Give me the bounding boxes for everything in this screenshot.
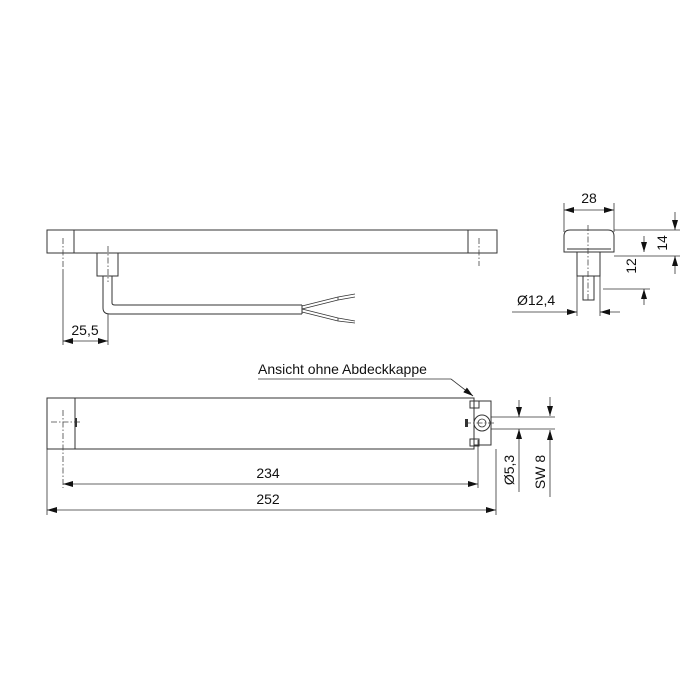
dim-length-inner-label: 234 [256, 465, 280, 481]
light-bar-body [46, 229, 498, 254]
dim-width-label: 28 [581, 190, 597, 206]
dim-height-body-label: 12 [623, 258, 639, 274]
cable-gland [96, 252, 119, 277]
end-view: 28 14 12 Ø12,4 [512, 190, 680, 316]
dim-diameter-label: Ø12,4 [517, 292, 555, 308]
bottom-view: Ansicht ohne Abdeckkappe 234 252 Ø5,3 [46, 361, 555, 515]
bar-underside [46, 397, 475, 450]
side-view: 25,5 [46, 229, 498, 345]
cable [102, 276, 302, 315]
dim-screw-diameter-label: Ø5,3 [501, 455, 517, 486]
dim-length-total-label: 252 [256, 491, 280, 507]
annotation-label: Ansicht ohne Abdeckkappe [258, 361, 427, 377]
dim-offset-label: 25,5 [71, 322, 98, 338]
end-profile [563, 229, 615, 253]
dim-wrench-size-label: SW 8 [532, 455, 548, 489]
dim-height-total-label: 14 [654, 235, 670, 251]
